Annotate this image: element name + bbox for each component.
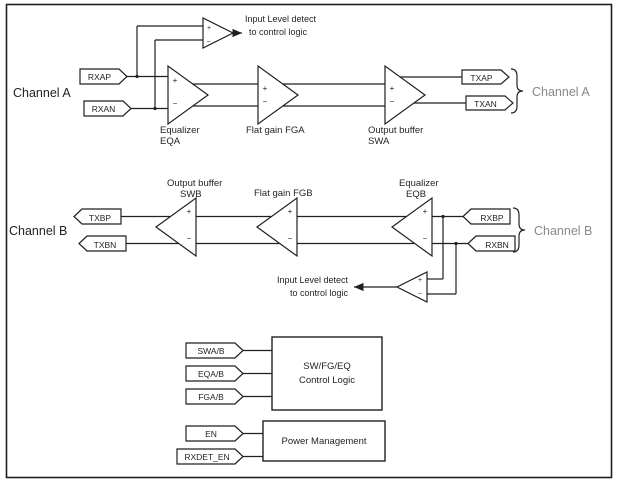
control-logic-box-line1: SW/FG/EQ bbox=[303, 361, 351, 372]
rxap-pin-tag bbox=[79, 68, 128, 85]
junction-dot bbox=[135, 74, 139, 79]
rxbp-pin-tag bbox=[462, 208, 511, 225]
level-detect-b-plus-sign: + bbox=[418, 277, 422, 284]
fga-amplifier-symbol bbox=[257, 64, 300, 126]
fgb-label: Flat gain FGB bbox=[254, 188, 313, 199]
junction-dot bbox=[153, 106, 157, 111]
channel-b-left-label: Channel B bbox=[9, 224, 67, 238]
fga-plus-sign: + bbox=[263, 84, 268, 93]
txan-pin-tag bbox=[465, 95, 514, 111]
swab-pin-tag bbox=[185, 342, 244, 359]
fgb-plus-sign: + bbox=[288, 207, 293, 216]
eqa-amplifier-symbol bbox=[167, 64, 210, 126]
control-logic-section: SWA/B EQA/B FGA/B SW/FG/EQ Control Logic bbox=[185, 336, 383, 411]
swa-minus-sign: − bbox=[390, 97, 395, 106]
eqb-amplifier-symbol bbox=[390, 196, 433, 258]
en-pin-tag bbox=[185, 425, 244, 442]
level-detect-a-minus-sign: − bbox=[206, 39, 210, 46]
swa-plus-sign: + bbox=[390, 84, 395, 93]
txbn-pin-tag bbox=[78, 235, 127, 252]
junction-dot bbox=[441, 214, 445, 219]
txap-pin-label: TXAP bbox=[470, 73, 493, 83]
rxap-pin-label: RXAP bbox=[88, 72, 111, 82]
rxdet-en-pin-tag bbox=[176, 448, 244, 465]
channel-b-section: Channel B TXBP TXBN + − + − bbox=[9, 178, 592, 303]
channel-a-brace bbox=[510, 68, 524, 114]
channel-b-brace bbox=[512, 207, 526, 253]
eqb-plus-sign: + bbox=[423, 207, 428, 216]
eqab-pin-tag bbox=[185, 365, 244, 382]
control-logic-box bbox=[271, 336, 383, 411]
txan-pin-label: TXAN bbox=[474, 99, 497, 109]
eqa-label-line2: EQA bbox=[160, 136, 181, 147]
power-management-section: EN RXDET_EN Power Management bbox=[176, 420, 386, 465]
swb-label-line1: Output buffer bbox=[167, 178, 222, 189]
level-detect-b-note-line2: to control logic bbox=[290, 288, 349, 298]
txbn-pin-label: TXBN bbox=[94, 240, 117, 250]
eqa-plus-sign: + bbox=[173, 76, 178, 85]
rxan-pin-label: RXAN bbox=[92, 104, 116, 114]
txbp-pin-tag bbox=[73, 208, 122, 225]
channel-a-left-label: Channel A bbox=[13, 86, 71, 100]
eqb-label-line2: EQB bbox=[406, 189, 426, 200]
channel-a-wires bbox=[127, 25, 466, 111]
fga-label: Flat gain FGA bbox=[246, 125, 305, 136]
level-detect-b-minus-sign: − bbox=[418, 291, 422, 298]
swab-pin-label: SWA/B bbox=[197, 346, 224, 356]
rxbn-pin-label: RXBN bbox=[485, 240, 509, 250]
level-detect-a-note-line1: Input Level detect bbox=[245, 14, 317, 24]
channel-b-right-label: Channel B bbox=[534, 224, 592, 238]
power-management-box-label: Power Management bbox=[281, 436, 366, 447]
level-detect-a-note-line2: to control logic bbox=[249, 27, 308, 37]
rxbn-pin-tag bbox=[467, 235, 516, 252]
txap-pin-tag bbox=[461, 69, 510, 85]
fgab-pin-label: FGA/B bbox=[198, 392, 224, 402]
swa-amplifier-symbol bbox=[384, 64, 427, 126]
rxbp-pin-label: RXBP bbox=[480, 213, 503, 223]
swb-plus-sign: + bbox=[187, 207, 192, 216]
swa-label-line1: Output buffer bbox=[368, 125, 423, 136]
power-management-box bbox=[262, 420, 386, 462]
swb-minus-sign: − bbox=[187, 234, 192, 243]
control-logic-box-line2: Control Logic bbox=[299, 375, 355, 386]
level-detect-b-note-line1: Input Level detect bbox=[277, 275, 349, 285]
fgb-minus-sign: − bbox=[288, 234, 293, 243]
eqa-minus-sign: − bbox=[173, 99, 178, 108]
txbp-pin-label: TXBP bbox=[89, 213, 112, 223]
eqb-minus-sign: − bbox=[423, 234, 428, 243]
eqb-label-line1: Equalizer bbox=[399, 178, 439, 189]
eqa-label-line1: Equalizer bbox=[160, 125, 200, 136]
swa-label-line2: SWA bbox=[368, 136, 390, 147]
swb-label-line2: SWB bbox=[180, 189, 202, 200]
fgab-pin-tag bbox=[185, 388, 244, 405]
rxdet-en-pin-label: RXDET_EN bbox=[184, 452, 229, 462]
channel-a-section: Channel A RXAP RXAN + − + − bbox=[13, 14, 590, 147]
channel-b-wires bbox=[121, 214, 468, 295]
channel-a-right-label: Channel A bbox=[532, 85, 590, 99]
rxan-pin-tag bbox=[83, 100, 132, 117]
junction-dot bbox=[454, 241, 458, 246]
diagram-border bbox=[5, 3, 613, 479]
swb-amplifier-symbol bbox=[154, 196, 197, 258]
level-detect-a-plus-sign: + bbox=[207, 25, 211, 32]
fga-minus-sign: − bbox=[263, 97, 268, 106]
level-detect-b-symbol bbox=[395, 271, 428, 303]
en-pin-label: EN bbox=[205, 429, 217, 439]
level-detect-a-symbol bbox=[202, 17, 235, 49]
eqab-pin-label: EQA/B bbox=[198, 369, 224, 379]
fgb-amplifier-symbol bbox=[255, 196, 298, 258]
